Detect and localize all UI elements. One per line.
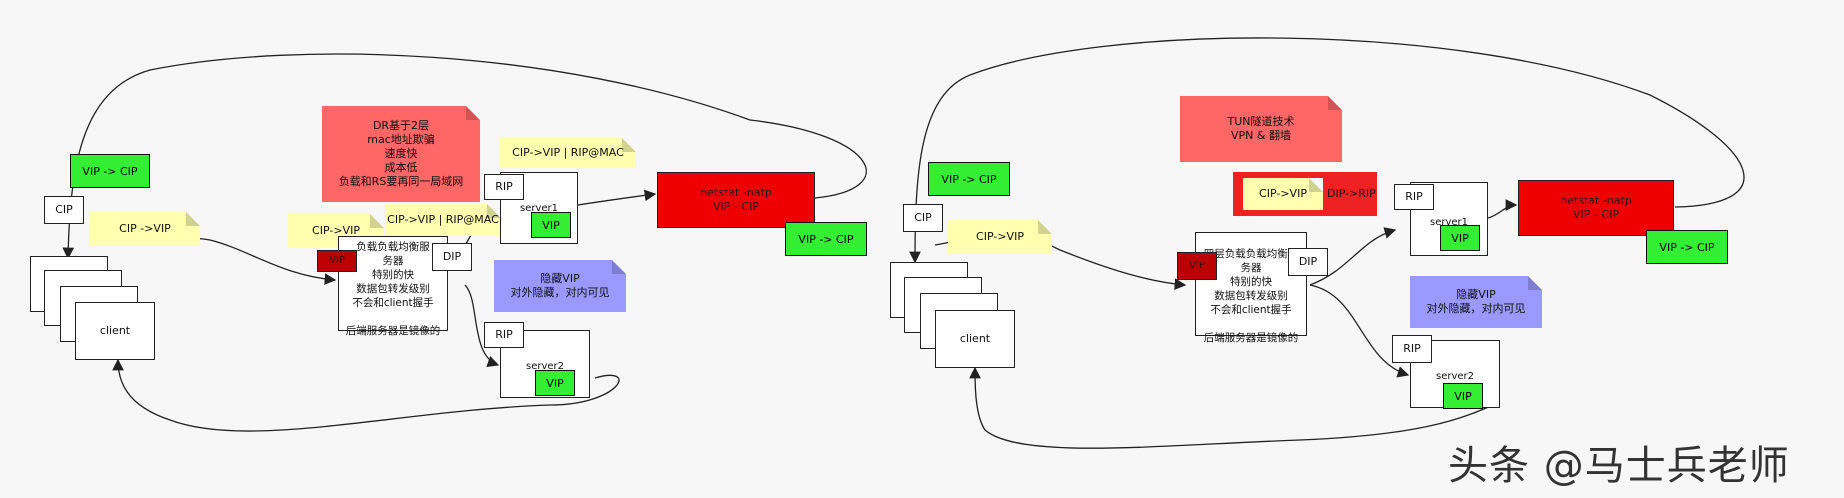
left-dip-box: DIP — [432, 243, 472, 271]
left-cip-vip-lb-note: CIP->VIP — [288, 214, 384, 248]
arrow-r-lb-to-server1 — [1309, 227, 1397, 286]
right-server2-label: server2 — [1435, 371, 1475, 382]
right-cip-vip-note: CIP->VIP — [948, 220, 1052, 254]
arrow-r-server1-to-netstat — [1487, 199, 1518, 219]
right-rip2-box: RIP — [1392, 335, 1432, 363]
left-vip-cip-right: VIP -> CIP — [785, 222, 867, 256]
right-netstat-text: netstat -natp VIP - CIP — [1560, 194, 1632, 221]
right-cip-box: CIP — [903, 204, 943, 232]
right-lb-text: 四层负载负载均衡服 务器 特别的快 数据包转发级别 不会和client握手 后端… — [1203, 248, 1299, 344]
arrow-server2-loop-to-client — [112, 358, 620, 432]
right-server2-vip: VIP — [1443, 383, 1483, 409]
arrow-r-server2-loop-to-client — [969, 366, 1501, 449]
left-rip2-box: RIP — [484, 322, 524, 348]
right-lb-vip: VIP — [1177, 252, 1217, 280]
left-server2-vip: VIP — [535, 370, 575, 396]
left-cip-box: CIP — [44, 196, 84, 224]
right-client-box: client — [935, 310, 1015, 368]
right-cip-vip-inner-note: CIP->VIP — [1243, 178, 1323, 210]
right-hidden-vip-note: 隐藏VIP 对外隐藏，对内可见 — [1410, 276, 1542, 328]
arrow-r-netstat-loop-to-client — [909, 37, 1745, 264]
left-client-box: client — [75, 302, 155, 360]
left-dr-note: DR基于2层 mac地址欺骗 速度快 成本低 负载和RS要再同一局域网 — [322, 106, 480, 202]
left-server2-label: server2 — [525, 361, 565, 372]
left-lb-box: 负载负载均衡服 务器 特别的快 数据包转发级别 不会和client握手 后端服务… — [338, 236, 448, 337]
right-vip-cip-right: VIP -> CIP — [1646, 230, 1728, 264]
left-server1-vip: VIP — [531, 212, 571, 238]
left-hidden-vip-note: 隐藏VIP 对外隐藏，对内可见 — [494, 260, 626, 312]
left-vip-cip-top: VIP -> CIP — [70, 154, 150, 188]
right-tun-note: TUN隧道技术 VPN & 翻墙 — [1180, 96, 1342, 162]
right-dip-box: DIP — [1288, 248, 1328, 276]
left-lb-vip: VIP — [317, 250, 357, 272]
left-cip-vip-rip-mac-note: CIP->VIP | RIP@MAC — [500, 138, 636, 168]
arrow-server1-to-netstat — [577, 189, 657, 206]
left-cip-vip-mac-note: CIP->VIP | RIP@MAC — [385, 204, 501, 236]
right-vip-cip-top: VIP -> CIP — [928, 162, 1010, 196]
left-lb-text: 负载负载均衡服 务器 特别的快 数据包转发级别 不会和client握手 后端服务… — [345, 241, 441, 337]
left-netstat-text: netstat -natp VIP - CIP — [700, 186, 772, 213]
left-rip1-box: RIP — [484, 174, 524, 200]
right-rip1-box: RIP — [1394, 184, 1434, 210]
left-cip-vip-note: CIP ->VIP — [90, 212, 200, 246]
right-netstat-box: netstat -natp VIP - CIP — [1518, 180, 1674, 236]
right-dip-rip-label: DIP->RIP — [1327, 187, 1376, 200]
arrow-lb-to-server2 — [464, 284, 500, 367]
watermark: 头条 @马士兵老师 — [1448, 443, 1790, 489]
right-dip-rip-box: CIP->VIP DIP->RIP — [1233, 172, 1377, 216]
left-netstat-box: netstat -natp VIP - CIP — [657, 172, 815, 228]
right-server1-label: server1 — [1429, 217, 1469, 228]
arrow-netstat-loop-to-client — [62, 53, 867, 260]
left-server1-label: server1 — [519, 203, 559, 214]
right-server1-vip: VIP — [1440, 225, 1480, 251]
arrow-r-lb-to-server2 — [1309, 284, 1410, 378]
